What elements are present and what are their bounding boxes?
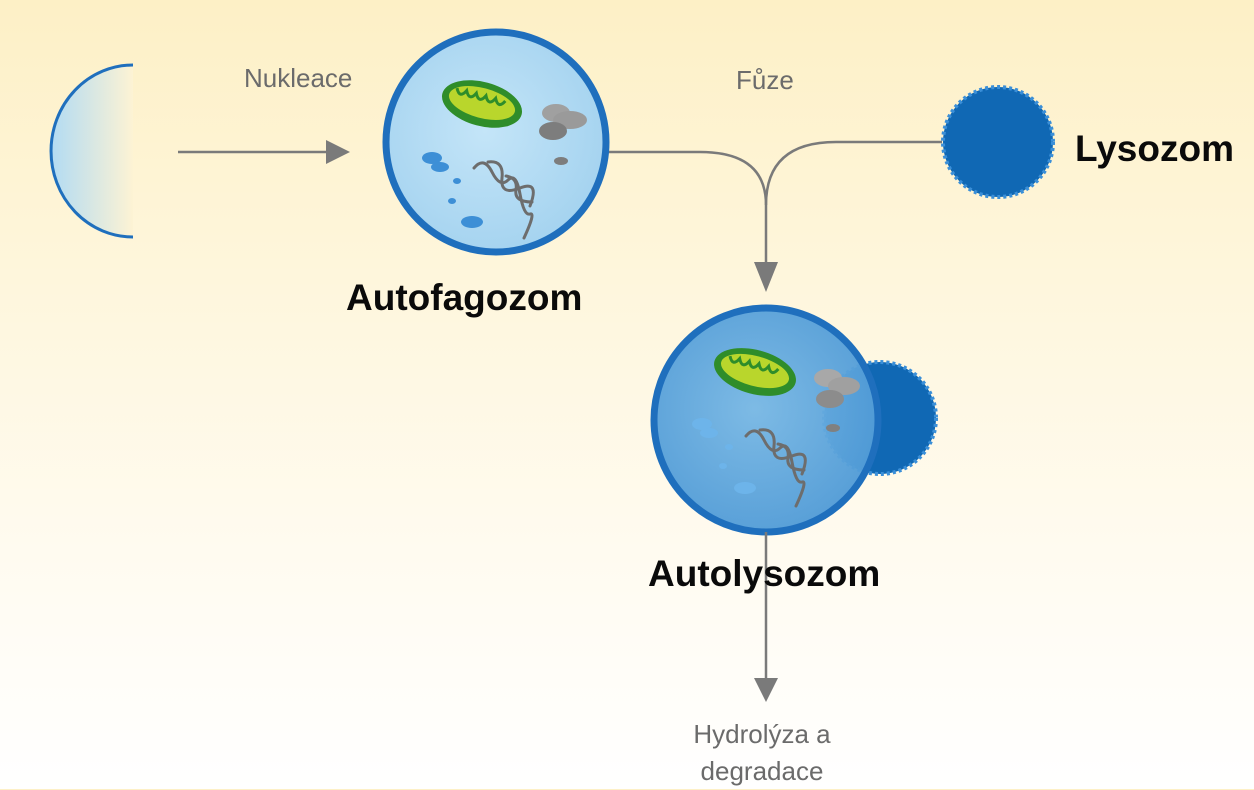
protein-strand-icon — [472, 160, 535, 240]
degradation-arrow — [754, 532, 778, 702]
mitochondrion-icon — [714, 348, 796, 396]
mitochondrion-icon — [441, 80, 523, 128]
degradation-label-line2: degradace — [700, 756, 824, 786]
nucleation-arrow — [178, 140, 350, 164]
small-vesicles-icon — [692, 418, 756, 494]
protein-aggregate-icon — [539, 104, 587, 165]
autolysosome — [650, 304, 938, 536]
degradation-label: Hydrolýza a degradace — [652, 716, 872, 790]
phagophore — [49, 63, 134, 239]
autophagosome-label: Autofagozom — [346, 277, 583, 318]
autophagosome — [382, 28, 610, 256]
nucleation-label: Nukleace — [244, 63, 353, 93]
degradation-label-line1: Hydrolýza a — [693, 719, 831, 749]
fusion-arrow — [609, 140, 942, 292]
lysosome-label: Lysozom — [1075, 128, 1234, 169]
autolysosome-label: Autolysozom — [648, 553, 881, 594]
lysosome — [941, 85, 1055, 199]
fusion-label: Fůze — [736, 65, 794, 95]
protein-strand-icon — [744, 428, 807, 508]
protein-aggregate-icon — [814, 369, 860, 432]
small-vesicles-icon — [422, 152, 483, 228]
